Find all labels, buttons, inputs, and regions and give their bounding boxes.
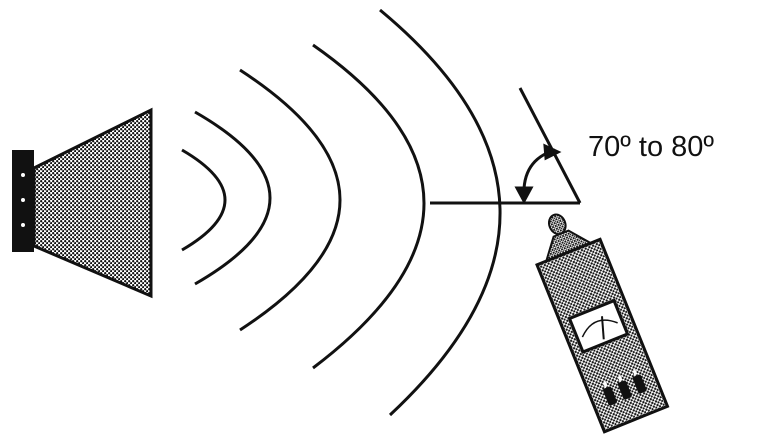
sound-waves	[182, 10, 500, 415]
sound-wave-1	[182, 150, 225, 250]
angle-arrowhead-bottom	[517, 188, 531, 201]
loudspeaker-icon	[12, 110, 151, 296]
sound-wave-5	[380, 10, 500, 415]
microphone-axis-line	[520, 88, 580, 203]
sound-wave-2	[195, 112, 270, 284]
sound-level-meter-icon	[522, 202, 667, 431]
sound-wave-4	[313, 45, 424, 368]
angle-indicator	[430, 88, 580, 203]
sound-wave-3	[240, 70, 340, 330]
angle-label: 70º to 80º	[588, 131, 714, 163]
speaker-cone	[34, 110, 151, 296]
